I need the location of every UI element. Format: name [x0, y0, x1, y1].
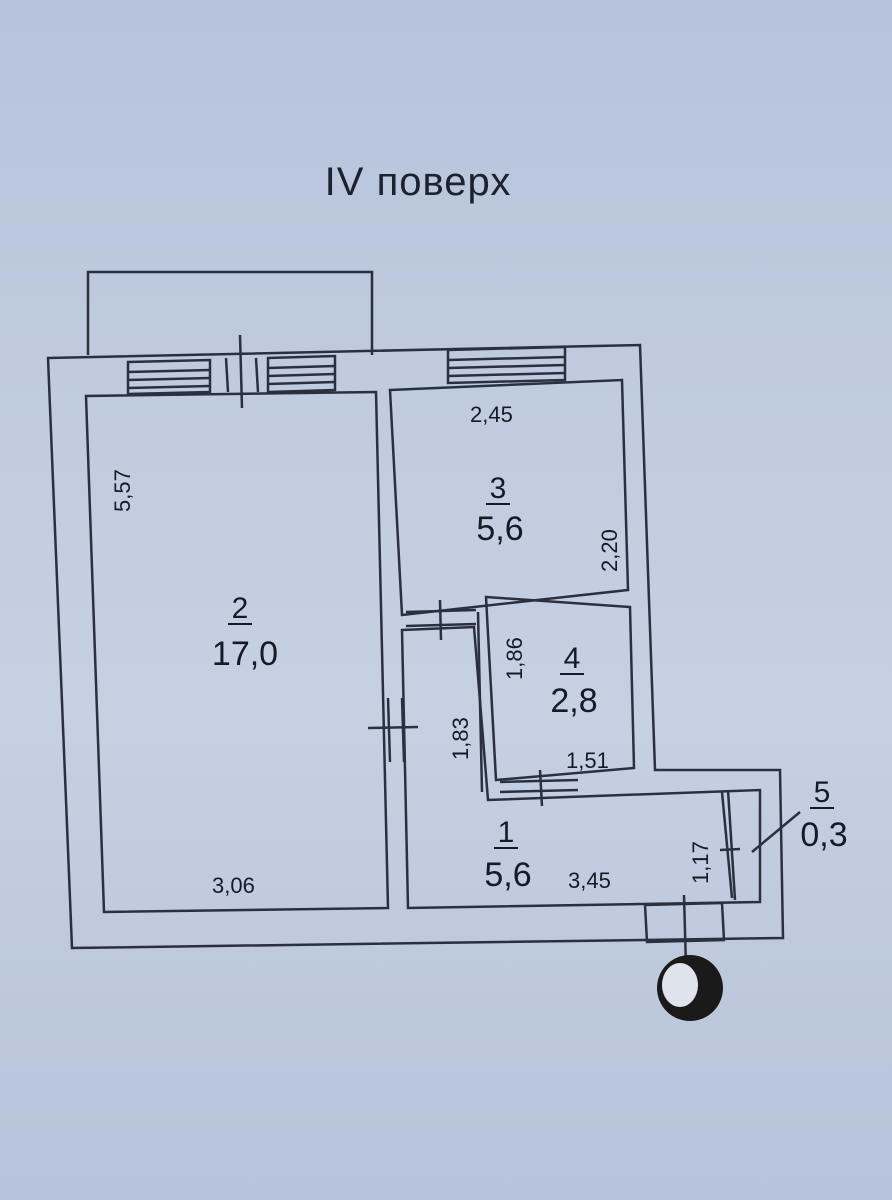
balcony-outline: [86, 270, 374, 355]
dim-room-2-bottom: 3,06: [212, 873, 255, 898]
room-5-number: 5: [814, 776, 831, 809]
room-4-inner: [476, 611, 484, 793]
room-2-number: 2: [232, 592, 249, 625]
room-3-area: 5,6: [476, 510, 523, 548]
dim-room-2-side: 5,57: [110, 469, 135, 512]
door-room-3: [438, 599, 443, 641]
room-2-outline: [84, 390, 390, 914]
room-5-leader: [751, 811, 801, 853]
door-room-4: [538, 769, 544, 807]
window-room-3: [446, 345, 567, 385]
entrance-marker: [657, 955, 723, 1021]
dim-room-4-side: 1,86: [502, 637, 527, 680]
dim-room-3-side: 2,20: [597, 529, 622, 572]
dim-room-1-bottom: 3,45: [568, 868, 611, 893]
room-5-area: 0,3: [800, 816, 847, 854]
dim-room-4-bottom: 1,51: [566, 748, 609, 773]
entrance-door: [643, 901, 726, 944]
room-4-outline: [484, 595, 636, 782]
room-1-number: 1: [498, 816, 515, 849]
room-5-outline: [720, 791, 734, 899]
room-4-number: 4: [564, 642, 581, 675]
balcony-door: [238, 334, 244, 409]
door-room-2: [367, 725, 419, 730]
dim-room-5-side: 1,17: [688, 841, 713, 884]
window-mid: [266, 354, 337, 394]
door-room-5: [719, 847, 741, 852]
floor-title: IV поверх: [324, 160, 512, 204]
outer-wall: [46, 343, 785, 950]
room-1-outline: [400, 625, 762, 910]
dim-corridor-side: 1,83: [448, 717, 473, 760]
room-1-area: 5,6: [484, 856, 531, 894]
room-4-area: 2,8: [550, 682, 597, 720]
room-2-area: 17,0: [212, 635, 278, 673]
window-left: [126, 358, 212, 396]
room-3-number: 3: [490, 472, 507, 505]
room-3-outline: [388, 378, 630, 617]
dim-room-3-top: 2,45: [470, 402, 513, 427]
